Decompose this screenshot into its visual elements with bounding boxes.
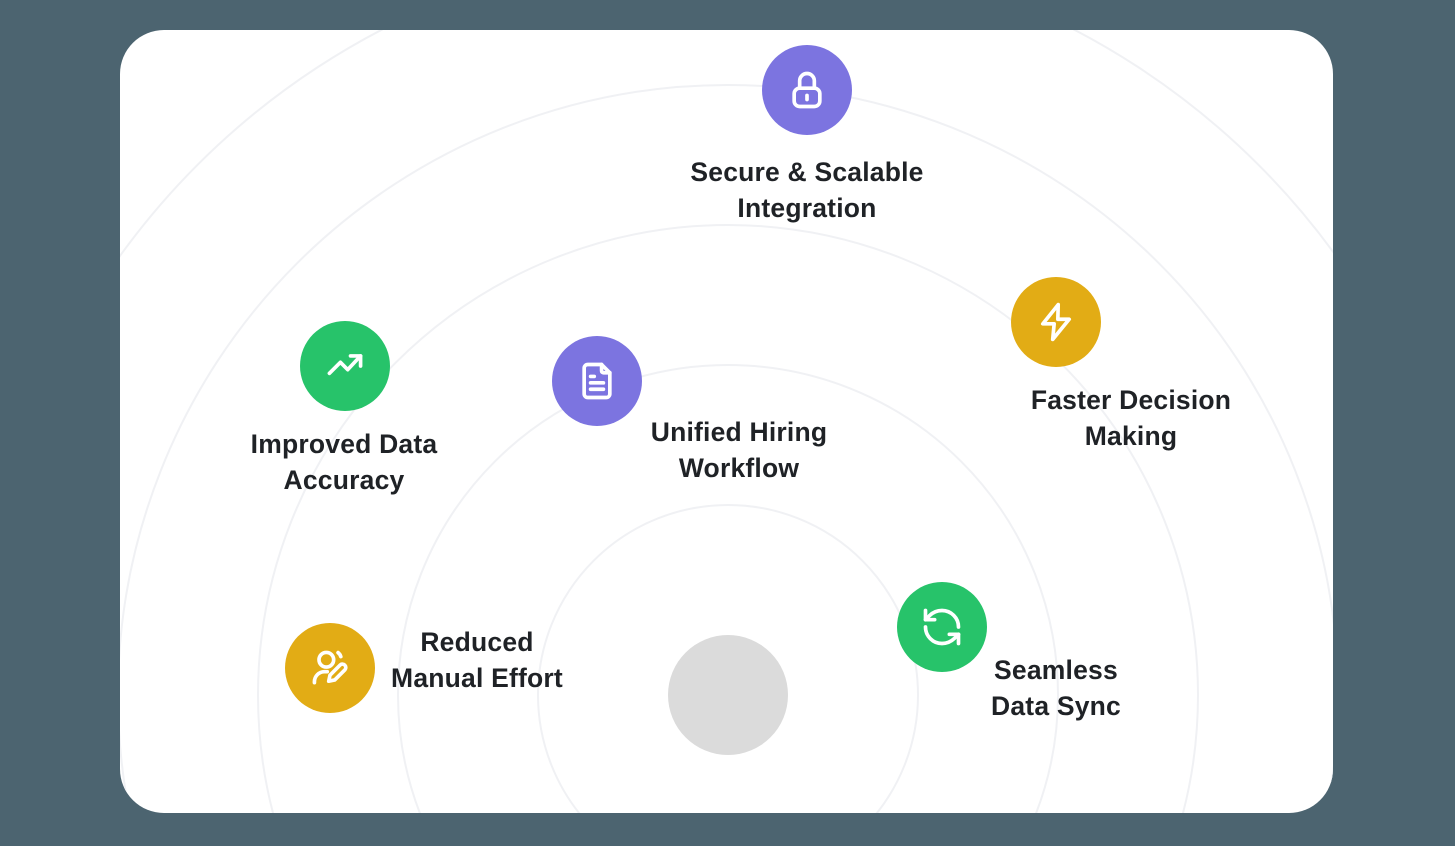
benefit-label: Reduced Manual Effort bbox=[391, 624, 563, 696]
user-edit-icon bbox=[308, 646, 352, 690]
document-icon bbox=[575, 359, 619, 403]
decision-making-badge bbox=[1011, 277, 1101, 367]
secure-integration-badge bbox=[762, 45, 852, 135]
benefit-title-line: Manual Effort bbox=[391, 663, 563, 693]
hiring-workflow-badge bbox=[552, 336, 642, 426]
lightning-icon bbox=[1034, 300, 1078, 344]
center-hub-circle bbox=[668, 635, 788, 755]
benefits-card: Secure & Scalable Integration Improved D… bbox=[120, 30, 1333, 813]
benefit-title-line: Data Sync bbox=[991, 691, 1121, 721]
benefit-title-line: Accuracy bbox=[283, 465, 405, 495]
benefit-title-line: Secure & Scalable bbox=[690, 157, 924, 187]
benefit-title-line: Workflow bbox=[678, 453, 800, 483]
concentric-rings-decoration bbox=[120, 30, 1333, 813]
benefit-title-line: Unified Hiring bbox=[650, 417, 828, 447]
trending-up-icon bbox=[323, 344, 367, 388]
benefit-title-line: Seamless bbox=[994, 655, 1118, 685]
benefit-title-line: Improved Data bbox=[250, 429, 438, 459]
benefit-title-line: Reduced bbox=[420, 627, 534, 657]
data-sync-badge bbox=[897, 582, 987, 672]
benefit-label: Improved Data Accuracy bbox=[251, 426, 438, 498]
benefit-title-line: Faster Decision bbox=[1030, 385, 1232, 415]
lock-icon bbox=[785, 68, 829, 112]
benefit-label: Unified Hiring Workflow bbox=[651, 414, 828, 486]
manual-effort-badge bbox=[285, 623, 375, 713]
benefit-label: Seamless Data Sync bbox=[991, 652, 1121, 724]
data-accuracy-badge bbox=[300, 321, 390, 411]
benefit-label: Faster Decision Making bbox=[1031, 382, 1231, 454]
sync-icon bbox=[920, 605, 964, 649]
benefit-title-line: Making bbox=[1084, 421, 1178, 451]
benefit-title-line: Integration bbox=[737, 193, 877, 223]
benefit-label: Secure & Scalable Integration bbox=[690, 154, 923, 226]
